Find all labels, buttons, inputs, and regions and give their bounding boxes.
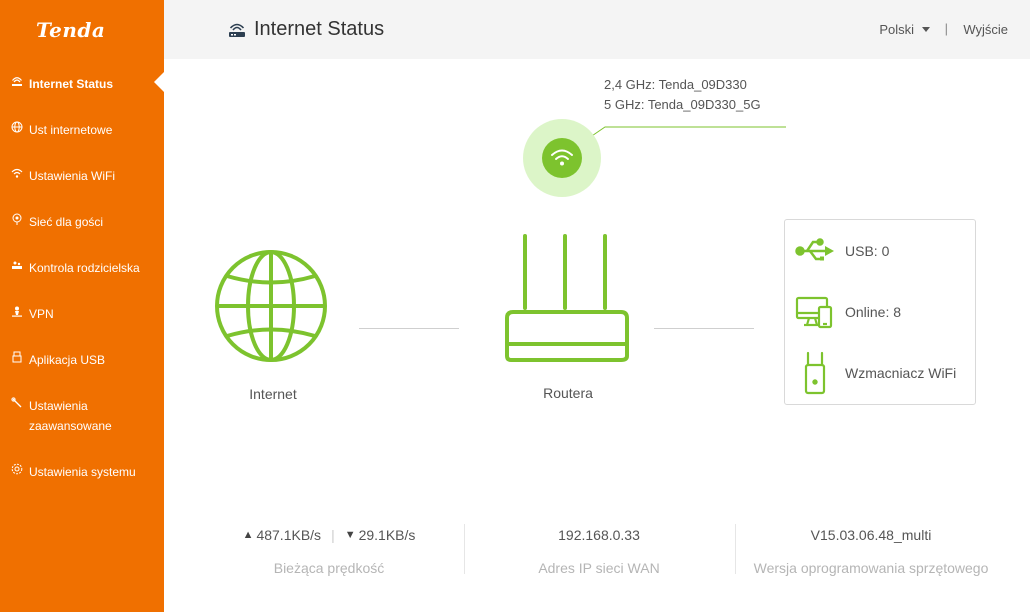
sidebar-item-parental-control[interactable]: Kontrola rodzicielska: [0, 242, 164, 288]
internet-router-line: [359, 328, 459, 329]
page-title: Internet Status: [228, 18, 384, 41]
ssid-2g: 2,4 GHz: Tenda_09D330: [604, 77, 747, 92]
wan-ip-stat: 192.168.0.33 Adres IP sieci WAN: [468, 525, 730, 576]
router-status-icon: [228, 21, 246, 39]
download-arrow-icon: ▼: [344, 529, 356, 541]
logout-link[interactable]: Wyjście: [963, 22, 1008, 37]
extender-label: Wzmacniacz WiFi: [845, 365, 957, 381]
sidebar-nav: Internet Status Ust internetowe Ustawien…: [0, 58, 164, 492]
sidebar-item-label: Ustawienia systemu: [29, 465, 136, 479]
guest-icon: [11, 213, 23, 225]
stat-divider: [735, 524, 736, 574]
vpn-icon: [11, 305, 23, 317]
sidebar-item-label-line1: Ustawienia: [29, 399, 88, 413]
sidebar-item-system-settings[interactable]: Ustawienia systemu: [0, 446, 164, 492]
globe-icon: [215, 250, 327, 362]
online-count: Online: 8: [845, 304, 902, 320]
router-icon: [11, 75, 23, 87]
parental-icon: [11, 259, 23, 271]
globe-icon: [11, 121, 23, 133]
devices-icon: [795, 296, 833, 329]
wifi-icon: [551, 149, 573, 166]
sidebar-item-label: Ustawienia zaawansowane: [29, 396, 112, 436]
extender-row[interactable]: Wzmacniacz WiFi: [785, 351, 975, 395]
sidebar-item-advanced-settings[interactable]: Ustawienia zaawansowane: [0, 380, 164, 446]
sidebar-item-usb-app[interactable]: Aplikacja USB: [0, 334, 164, 380]
usb-icon: [11, 351, 23, 363]
page-title-text: Internet Status: [254, 18, 385, 40]
wan-ip-caption: Adres IP sieci WAN: [538, 560, 660, 576]
wifi-icon: [11, 167, 23, 179]
router-icon: [505, 234, 629, 362]
router-label: Routera: [543, 385, 593, 401]
sidebar-item-label: Ustawienia WiFi: [29, 169, 116, 183]
wifi-button[interactable]: [542, 138, 582, 178]
speed-caption: Bieżąca prędkość: [273, 560, 385, 576]
upload-speed: 487.1KB/s: [256, 527, 322, 543]
sidebar-item-vpn[interactable]: VPN: [0, 288, 164, 334]
online-row[interactable]: Online: 8: [785, 292, 975, 332]
upload-arrow-icon: ▲: [242, 529, 254, 541]
sidebar-item-internet-status[interactable]: Internet Status: [0, 58, 164, 104]
tenda-logo: Tenda: [36, 18, 106, 42]
speed-separator: |: [331, 527, 335, 543]
firmware-stat: V15.03.06.48_multi Wersja oprogramowania…: [740, 525, 1002, 576]
sidebar-item-internet-settings[interactable]: Ust internetowe: [0, 104, 164, 150]
device-panel: USB: 0 Online: 8 Wzmacniacz WiF: [784, 219, 976, 405]
language-label: Polski: [879, 22, 914, 37]
ssid-5g: 5 GHz: Tenda_09D330_5G: [604, 97, 761, 112]
firmware-value: V15.03.06.48_multi: [810, 527, 932, 543]
sidebar-item-wifi-settings[interactable]: Ustawienia WiFi: [0, 150, 164, 196]
wan-ip-value: 192.168.0.33: [558, 527, 640, 543]
firmware-caption: Wersja oprogramowania sprzętowego: [753, 560, 989, 576]
wrench-icon: [11, 397, 23, 409]
header-separator: |: [944, 21, 948, 36]
speed-values: ▲ 487.1KB/s | ▼ 29.1KB/s: [200, 525, 458, 545]
internet-label: Internet: [249, 386, 297, 402]
sidebar-item-guest-network[interactable]: Sieć dla gości: [0, 196, 164, 242]
usb-count: USB: 0: [845, 243, 890, 259]
wifi-extender-icon: [804, 351, 826, 395]
sidebar: Tenda Internet Status Ust internetowe Us…: [0, 0, 164, 612]
usb-row[interactable]: USB: 0: [785, 231, 975, 271]
sidebar-item-label: Kontrola rodzicielska: [29, 261, 140, 275]
sidebar-item-label: Internet Status: [29, 77, 114, 91]
download-speed: 29.1KB/s: [358, 527, 416, 543]
language-select[interactable]: Polski: [879, 22, 930, 37]
usb-icon: [795, 238, 834, 261]
chevron-down-icon: [922, 27, 930, 32]
sidebar-item-label: Sieć dla gości: [29, 215, 104, 229]
header: Internet Status Polski | Wyjście: [164, 0, 1030, 59]
sidebar-item-label: Ust internetowe: [29, 123, 113, 137]
sidebar-item-label: VPN: [29, 307, 54, 321]
gear-icon: [11, 463, 23, 475]
sidebar-item-label-line2: zaawansowane: [29, 419, 112, 433]
stat-divider: [464, 524, 465, 574]
speed-stat: ▲ 487.1KB/s | ▼ 29.1KB/s Bieżąca prędkoś…: [200, 525, 458, 576]
router-devices-line: [654, 328, 754, 329]
sidebar-item-label: Aplikacja USB: [29, 353, 106, 367]
